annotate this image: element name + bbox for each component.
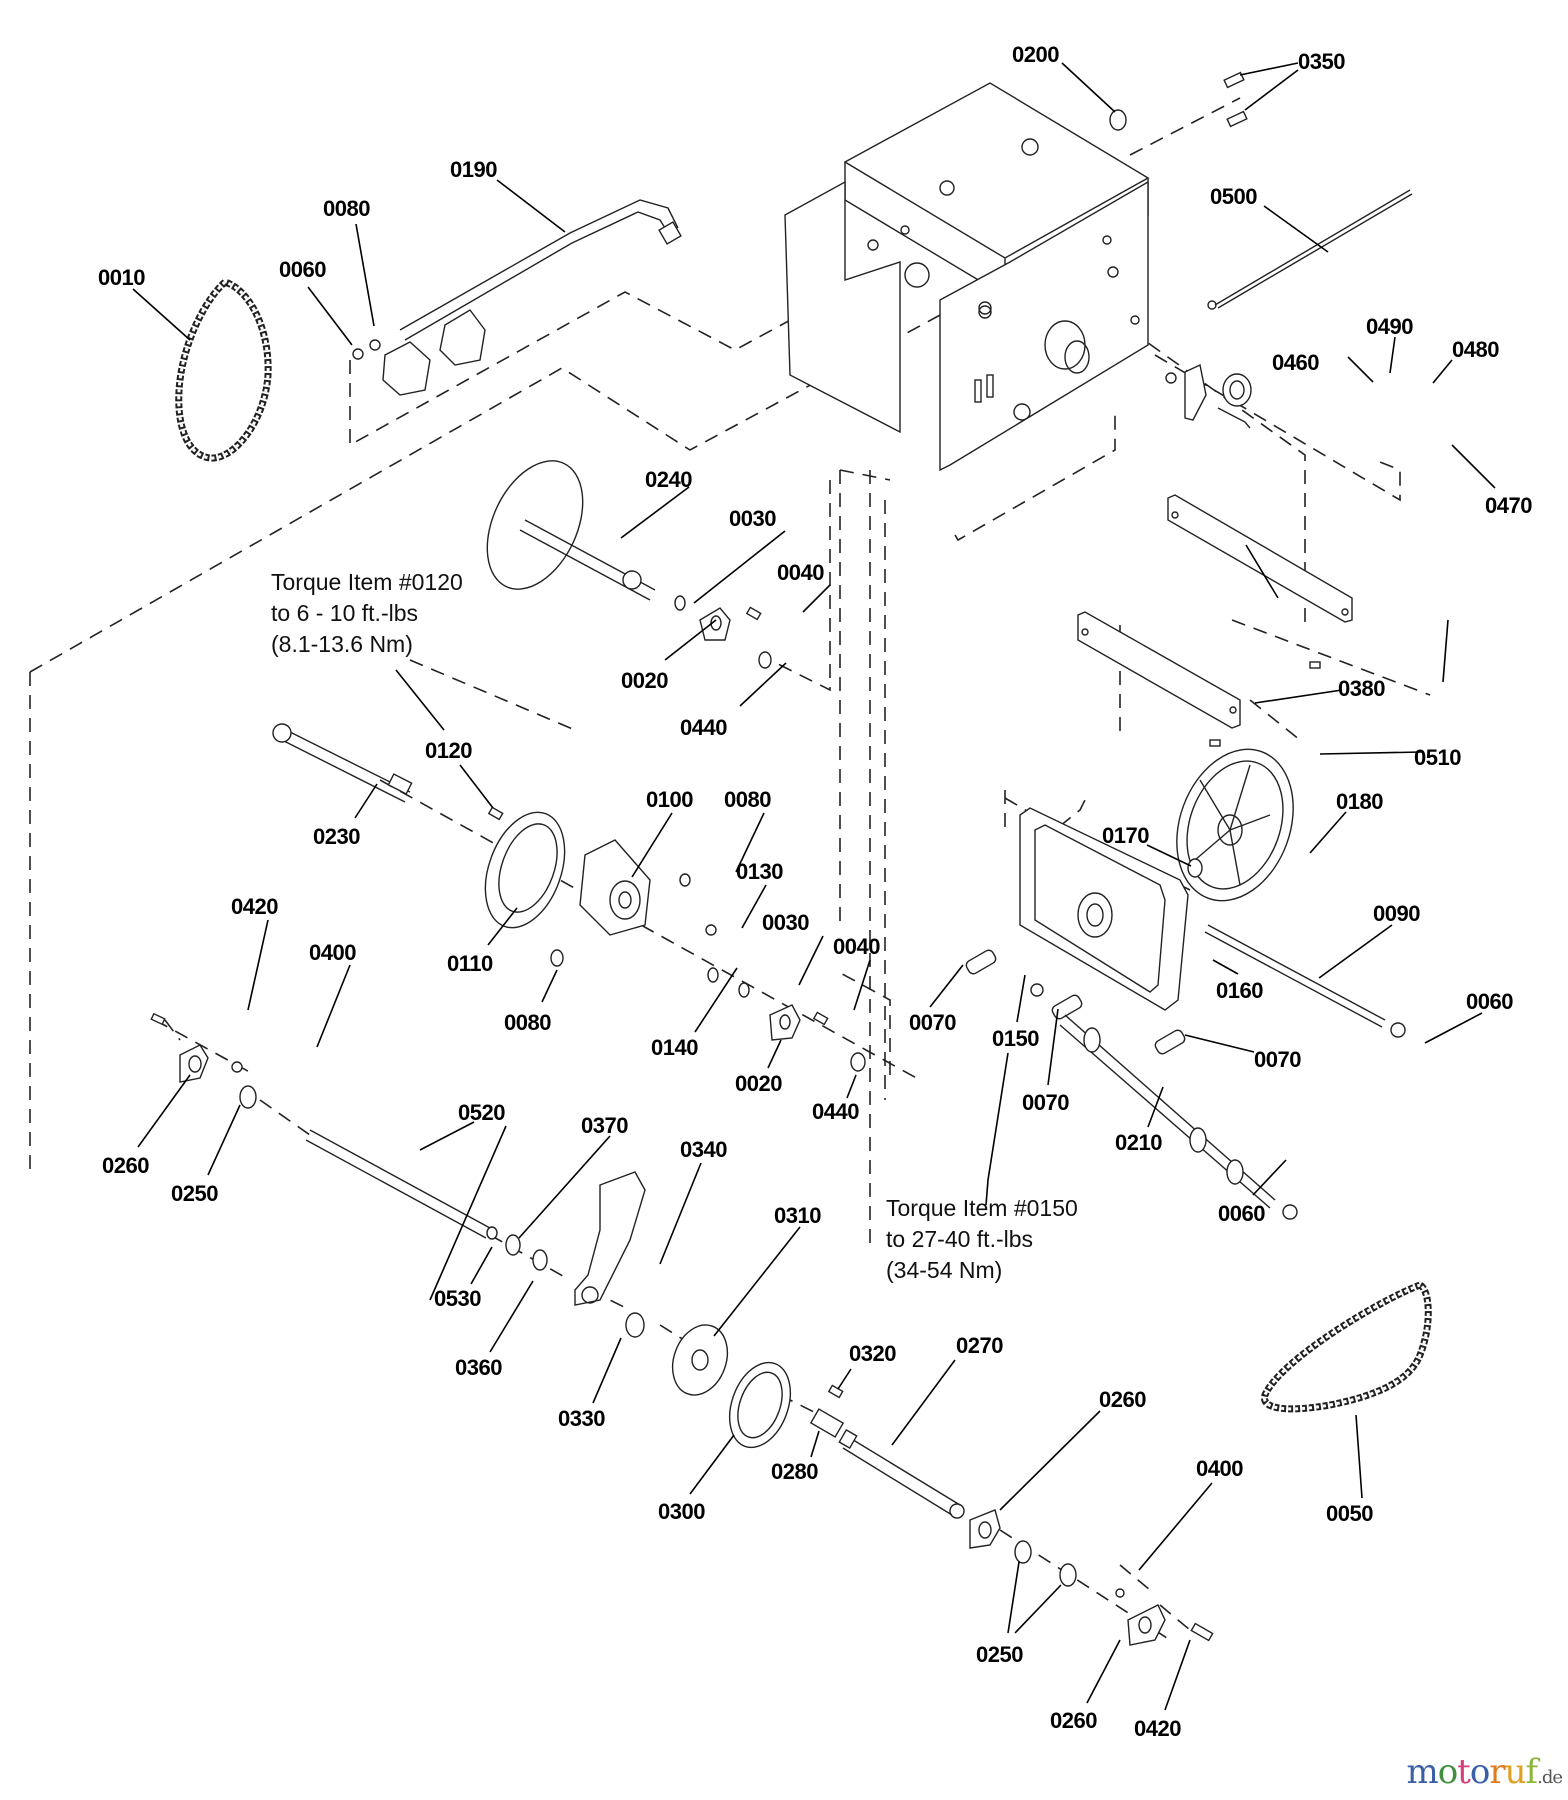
callout-0040: 0040 xyxy=(777,560,824,585)
top-hardware xyxy=(1109,71,1248,131)
callout-0070: 0070 xyxy=(1254,1047,1301,1072)
callout-0310: 0310 xyxy=(774,1203,821,1228)
callout-0370: 0370 xyxy=(581,1113,628,1138)
friction-wheel-0180 xyxy=(1176,748,1294,902)
callout-0170: 0170 xyxy=(1102,823,1149,848)
callout-0340: 0340 xyxy=(680,1137,727,1162)
watermark-suffix: .de xyxy=(1537,1767,1563,1788)
callout-0270: 0270 xyxy=(956,1333,1003,1358)
callout-0030: 0030 xyxy=(762,910,809,935)
watermark-letter: u xyxy=(1504,1752,1527,1792)
callout-0230: 0230 xyxy=(313,824,360,849)
callout-0070: 0070 xyxy=(909,1010,956,1035)
callout-0260: 0260 xyxy=(1099,1387,1146,1412)
callout-0080: 0080 xyxy=(323,196,370,221)
callout-0280: 0280 xyxy=(771,1459,818,1484)
callout-0020: 0020 xyxy=(735,1071,782,1096)
callout-0030: 0030 xyxy=(729,506,776,531)
torque-note-line3: (34-54 Nm) xyxy=(886,1257,1002,1283)
callout-0110: 0110 xyxy=(447,951,493,976)
callout-0070: 0070 xyxy=(1022,1090,1069,1115)
callout-0050: 0050 xyxy=(1326,1501,1373,1526)
left-bearing-set xyxy=(150,1012,257,1109)
callout-0090: 0090 xyxy=(1373,901,1420,926)
watermark-letter: m xyxy=(1406,1752,1438,1792)
callout-0080: 0080 xyxy=(724,787,771,812)
callout-labels: 0200 0350 0190 0080 0010 0060 0500 0490 … xyxy=(98,42,1533,1741)
callout-0420: 0420 xyxy=(231,894,278,919)
watermark-letter: o xyxy=(1469,1752,1491,1792)
cable-0500 xyxy=(1207,189,1413,310)
torque-note-line1: Torque Item #0150 xyxy=(886,1195,1078,1221)
site-watermark-logo: motoruf.de xyxy=(1406,1752,1563,1792)
callout-0200: 0200 xyxy=(1012,42,1059,67)
torque-note-0120: Torque Item #0120 to 6 - 10 ft.-lbs (8.1… xyxy=(271,569,463,657)
torque-note-line2: to 6 - 10 ft.-lbs xyxy=(271,600,418,626)
callout-0320: 0320 xyxy=(849,1341,896,1366)
callout-0520: 0520 xyxy=(458,1100,505,1125)
callout-0440: 0440 xyxy=(812,1099,859,1124)
drive-chain-left xyxy=(175,278,272,462)
callout-0260: 0260 xyxy=(1050,1708,1097,1733)
drive-chain-right xyxy=(1261,1281,1432,1413)
callout-0400: 0400 xyxy=(309,940,356,965)
callout-0040: 0040 xyxy=(833,934,880,959)
callout-0080: 0080 xyxy=(504,1010,551,1035)
callout-0380: 0380 xyxy=(1338,676,1385,701)
watermark-letter: t xyxy=(1457,1752,1471,1792)
shafts-0090-0210 xyxy=(1059,924,1406,1220)
callout-0300: 0300 xyxy=(658,1499,705,1524)
idler-bracket xyxy=(1165,363,1252,429)
watermark-letter: f xyxy=(1525,1752,1539,1792)
shift-rod-assembly xyxy=(352,199,682,396)
torque-note-line3: (8.1-13.6 Nm) xyxy=(271,631,413,657)
callout-0470: 0470 xyxy=(1485,493,1532,518)
callout-0420: 0420 xyxy=(1134,1716,1181,1741)
callout-0100: 0100 xyxy=(646,787,693,812)
torque-note-0150: Torque Item #0150 to 27-40 ft.-lbs (34-5… xyxy=(886,1195,1078,1283)
chassis-frame xyxy=(784,82,1150,472)
springs-0070 xyxy=(965,949,1186,1055)
disk-shaft-0240 xyxy=(486,460,772,669)
callout-0180: 0180 xyxy=(1336,789,1383,814)
callout-0480: 0480 xyxy=(1452,337,1499,362)
callout-0140: 0140 xyxy=(651,1035,698,1060)
drive-plate-0160 xyxy=(1019,807,1189,1011)
callout-0360: 0360 xyxy=(455,1355,502,1380)
callout-0150: 0150 xyxy=(992,1026,1039,1051)
callout-0350: 0350 xyxy=(1298,49,1345,74)
callout-0460: 0460 xyxy=(1272,350,1319,375)
callout-0020: 0020 xyxy=(621,668,668,693)
callout-0240: 0240 xyxy=(645,467,692,492)
watermark-letter: r xyxy=(1489,1752,1505,1792)
callout-0250: 0250 xyxy=(976,1642,1023,1667)
callout-0210: 0210 xyxy=(1115,1130,1162,1155)
callout-0440: 0440 xyxy=(680,715,727,740)
torque-note-line1: Torque Item #0120 xyxy=(271,569,463,595)
watermark-letter: o xyxy=(1437,1752,1459,1792)
callout-0490: 0490 xyxy=(1366,314,1413,339)
callout-0060: 0060 xyxy=(1218,1201,1265,1226)
callout-0120: 0120 xyxy=(425,738,472,763)
leader-lines xyxy=(132,62,1496,1711)
callout-0330: 0330 xyxy=(558,1406,605,1431)
brackets-0380 xyxy=(1077,494,1353,747)
callout-0400: 0400 xyxy=(1196,1456,1243,1481)
callout-0190: 0190 xyxy=(450,157,497,182)
callout-0260: 0260 xyxy=(102,1153,149,1178)
torque-note-line2: to 27-40 ft.-lbs xyxy=(886,1226,1033,1252)
callout-0530: 0530 xyxy=(434,1286,481,1311)
callout-0130: 0130 xyxy=(736,859,783,884)
callout-0500: 0500 xyxy=(1210,184,1257,209)
callout-0060: 0060 xyxy=(1466,989,1513,1014)
callout-0010: 0010 xyxy=(98,265,145,290)
callout-0160: 0160 xyxy=(1216,978,1263,1003)
drive-housing-0100-0110 xyxy=(484,811,866,1072)
callout-0250: 0250 xyxy=(171,1181,218,1206)
shaft-0520-assembly xyxy=(305,1129,1214,1646)
callout-0510: 0510 xyxy=(1414,745,1461,770)
shaft-0230 xyxy=(272,723,504,821)
callout-0060: 0060 xyxy=(279,257,326,282)
